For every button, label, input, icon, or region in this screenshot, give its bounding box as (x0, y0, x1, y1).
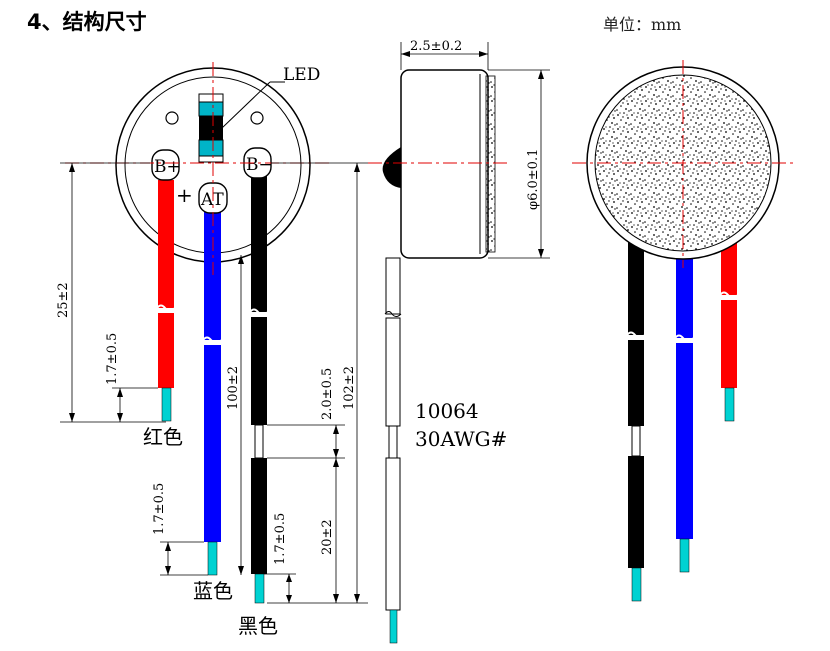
wire-spec-line1: 10064 (415, 399, 479, 423)
side-body (400, 69, 489, 259)
back-view (572, 60, 796, 602)
back-wire-black (626, 230, 646, 602)
dim-100: 100±2 (226, 366, 241, 410)
hole-right (250, 111, 264, 125)
back-wire-blue (674, 240, 695, 573)
side-view: 2.5±0.2 φ6.0±0.1 10064 30AWG# (368, 39, 550, 644)
wire-black (249, 176, 269, 604)
dim-25: 25±2 (56, 282, 71, 318)
dim-20: 20±2 (320, 519, 335, 555)
dim-thickness: 2.5±0.2 (410, 39, 462, 54)
side-mesh (485, 75, 496, 253)
pad-at-label: AT (200, 190, 224, 210)
dim-1-7-black: 1.7±0.5 (273, 513, 288, 565)
front-view: LED B+ B− AT + (56, 62, 368, 638)
pad-b-minus-label: B− (246, 155, 273, 175)
led-label: LED (283, 65, 320, 85)
wire-red (156, 180, 176, 422)
side-wire (384, 257, 402, 644)
label-red: 红色 (143, 425, 183, 449)
pad-b-plus-label: B+ (154, 157, 181, 177)
plus-mark: + (176, 183, 193, 207)
led-leader (221, 81, 271, 129)
unit-label: 单位：mm (603, 15, 682, 34)
dim-1-7-red: 1.7±0.5 (105, 333, 120, 385)
label-blue: 蓝色 (193, 579, 233, 603)
section-title: 4、结构尺寸 (27, 10, 147, 34)
wire-spec-line2: 30AWG# (415, 427, 507, 451)
pad-b-plus (151, 149, 180, 181)
dim-102: 102±2 (342, 366, 357, 410)
dim-diameter: φ6.0±0.1 (526, 149, 541, 210)
label-black: 黑色 (238, 614, 278, 638)
dim-2-0: 2.0±0.5 (320, 368, 335, 420)
back-wire-red (719, 230, 739, 422)
hole-left (165, 111, 179, 125)
dim-1-7-blue: 1.7±0.5 (152, 483, 167, 535)
solder-bump (382, 147, 401, 188)
led-component (198, 93, 224, 163)
